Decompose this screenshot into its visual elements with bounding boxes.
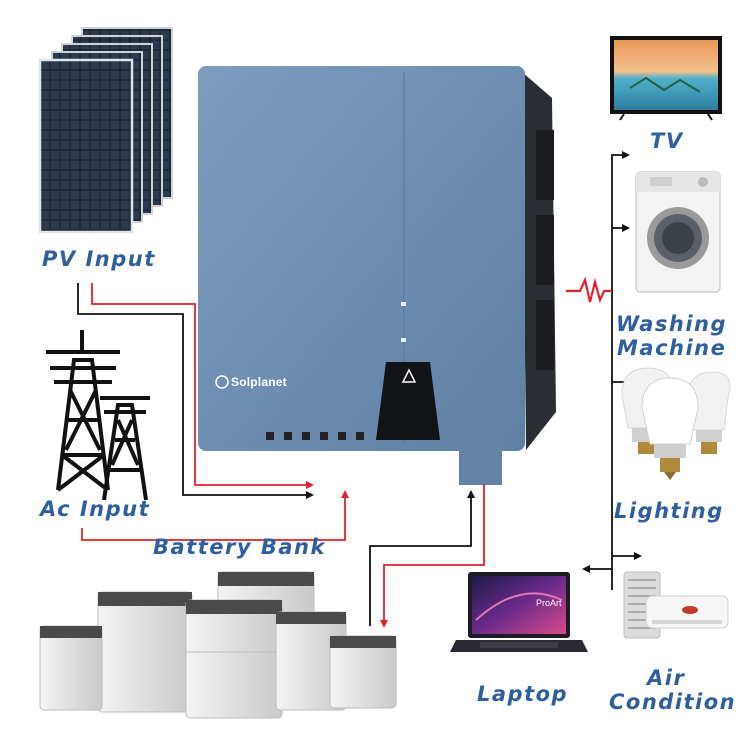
ac-signal-icon: [566, 276, 612, 304]
battery-bank-label: Battery Bank: [153, 535, 326, 559]
transmission-tower-icon: [46, 330, 150, 501]
laptop-screen-brand: ProArt: [536, 598, 562, 608]
air-conditioner-icon: [623, 571, 729, 639]
inverter-icon: [198, 66, 556, 485]
air-condition-label-line1: Air: [647, 666, 686, 690]
battery-icon: [39, 571, 397, 719]
laptop-label: Laptop: [477, 682, 569, 706]
lighting-label: Lighting: [614, 499, 724, 523]
washing-machine-label-line1: Washing: [616, 312, 728, 336]
washing-machine-label-line2: Machine: [617, 336, 727, 360]
tv-icon: [610, 36, 722, 121]
solar-panel-icon: [38, 27, 173, 234]
red-wire: [81, 283, 485, 628]
pv-input-label: PV Input: [42, 247, 156, 271]
ac-input-label: Ac Input: [40, 497, 151, 521]
tv-label: TV: [650, 129, 684, 153]
laptop-icon: [450, 572, 588, 652]
washing-machine-icon: [635, 171, 721, 293]
air-condition-label-line2: Condition: [609, 690, 737, 714]
light-bulb-icon: [621, 367, 731, 480]
inverter-brand-logo: Solplanet: [231, 375, 287, 389]
black-wire: [77, 151, 642, 626]
